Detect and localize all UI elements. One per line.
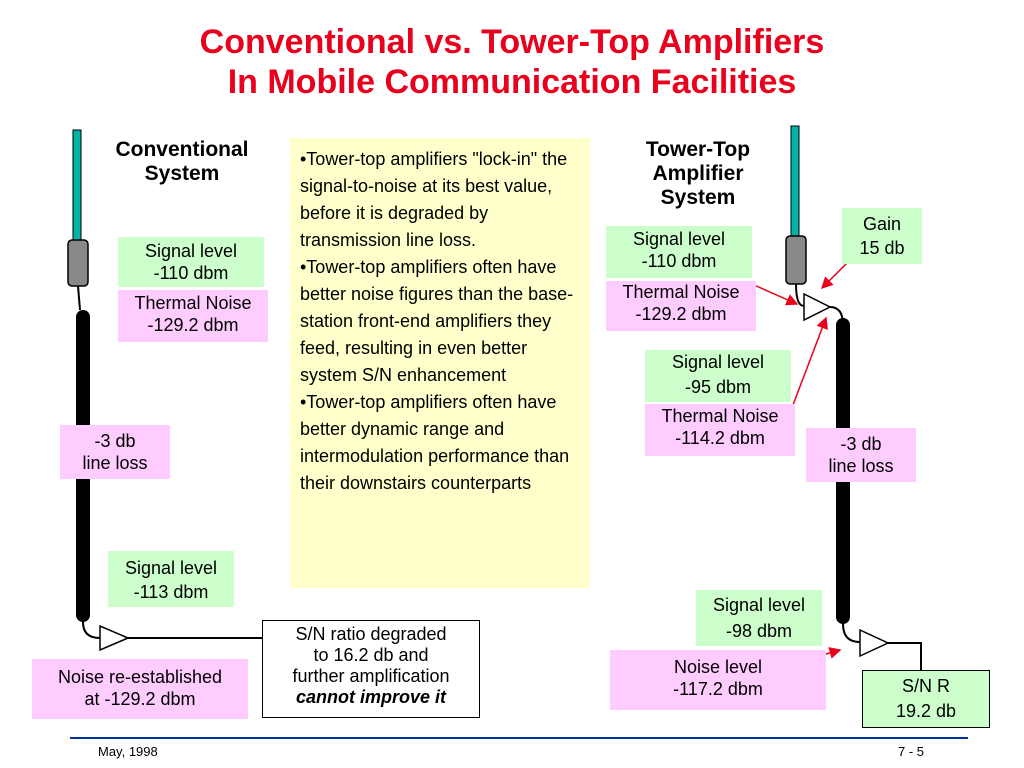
arrow-noise-top-icon bbox=[753, 284, 799, 306]
amplifier-left-icon bbox=[99, 624, 130, 652]
towertop-noise-top: Thermal Noise -129.2 dbm bbox=[606, 281, 756, 331]
benefit-item: •Tower-top amplifiers often have better … bbox=[300, 392, 570, 493]
gain-box: Gain 15 db bbox=[842, 208, 922, 264]
towertop-heading: Tower-Top Amplifier System bbox=[645, 138, 751, 209]
conventional-signal-bottom: Signal level -113 dbm bbox=[108, 551, 234, 607]
towertop-line-loss: -3 db line loss bbox=[806, 428, 916, 482]
conventional-heading: Conventional System bbox=[115, 138, 249, 185]
antenna-right bbox=[790, 125, 800, 237]
benefit-item: •Tower-top amplifiers "lock-in" the sign… bbox=[300, 149, 568, 250]
footer-date: May, 1998 bbox=[98, 744, 158, 759]
title-line-1: Conventional vs. Tower-Top Amplifiers bbox=[199, 23, 825, 61]
title-line-2: In Mobile Communication Facilities bbox=[227, 63, 797, 101]
cable-right-to-amp bbox=[842, 623, 861, 643]
benefits-note: •Tower-top amplifiers "lock-in" the sign… bbox=[290, 138, 590, 588]
footer-page-number: 7 - 5 bbox=[898, 744, 925, 759]
antenna-left bbox=[72, 129, 82, 241]
conventional-line-loss: -3 db line loss bbox=[60, 425, 170, 479]
antenna-left-base bbox=[67, 239, 89, 287]
conventional-signal-top: Signal level -110 dbm bbox=[118, 237, 264, 287]
arrow-noise-mid-icon bbox=[792, 316, 828, 406]
slide-title: Conventional vs. Tower-Top Amplifiers In… bbox=[0, 22, 1024, 102]
snr-box: S/N R 19.2 db bbox=[862, 670, 990, 728]
footer-rule bbox=[70, 737, 968, 739]
towertop-signal-bottom: Signal level -98 dbm bbox=[696, 590, 822, 646]
cable-left-to-amp bbox=[82, 621, 101, 639]
conventional-noise-top: Thermal Noise -129.2 dbm bbox=[118, 290, 268, 342]
towertop-signal-top: Signal level -110 dbm bbox=[606, 226, 752, 278]
towertop-noise-bottom: Noise level -117.2 dbm bbox=[610, 650, 826, 710]
antenna-right-to-amp bbox=[795, 283, 805, 307]
amplifier-right-icon bbox=[859, 628, 890, 658]
antenna-left-feed bbox=[77, 285, 81, 311]
sn-ratio-note: S/N ratio degraded to 16.2 db and furthe… bbox=[262, 620, 480, 718]
tower-top-amplifier-icon bbox=[803, 292, 832, 322]
arrow-gain-icon bbox=[820, 261, 849, 290]
towertop-signal-mid: Signal level -95 dbm bbox=[645, 350, 791, 402]
towertop-noise-mid: Thermal Noise -114.2 dbm bbox=[645, 404, 795, 456]
conventional-noise-bottom: Noise re-established at -129.2 dbm bbox=[32, 659, 248, 719]
benefit-item: •Tower-top amplifiers often have better … bbox=[300, 257, 574, 385]
antenna-right-base bbox=[785, 235, 807, 285]
